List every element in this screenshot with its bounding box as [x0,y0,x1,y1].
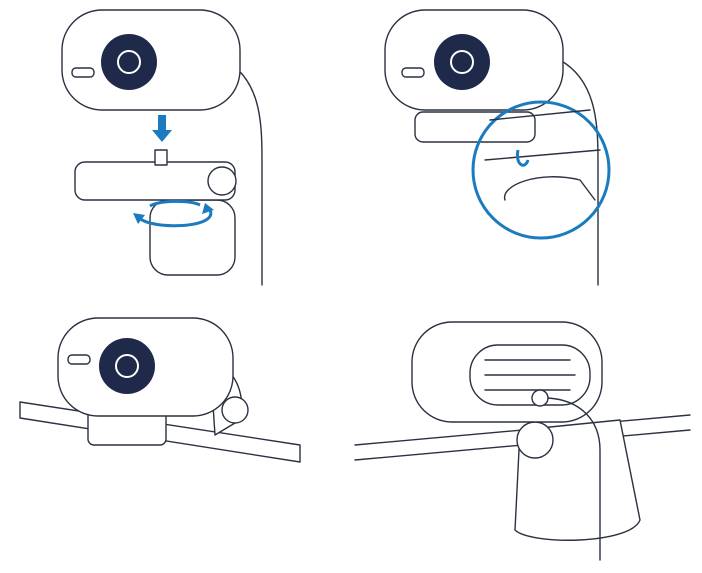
webcam-lens [434,34,490,90]
brand-logo-icon [117,50,141,74]
mount-clip-back [149,199,236,276]
step-4-mounted-back [354,321,691,561]
webcam-lens [99,338,155,394]
down-arrow-icon [158,115,166,132]
hook-icon [515,149,530,167]
step-2-privacy-detail [384,9,611,286]
tripod-screw [154,149,168,166]
webcam-lens [101,34,157,90]
usb-cable [559,59,599,286]
usb-port [531,389,549,407]
hand-fingers [484,109,601,201]
status-light [71,67,95,78]
step-1-attach-mount [61,9,263,286]
brand-logo-icon [450,50,474,74]
step-3-mounted-front [19,317,301,463]
vent-slots [484,359,576,391]
brand-logo-icon [115,354,139,378]
usb-cable [547,397,601,561]
zoom-detail-circle [471,100,611,240]
